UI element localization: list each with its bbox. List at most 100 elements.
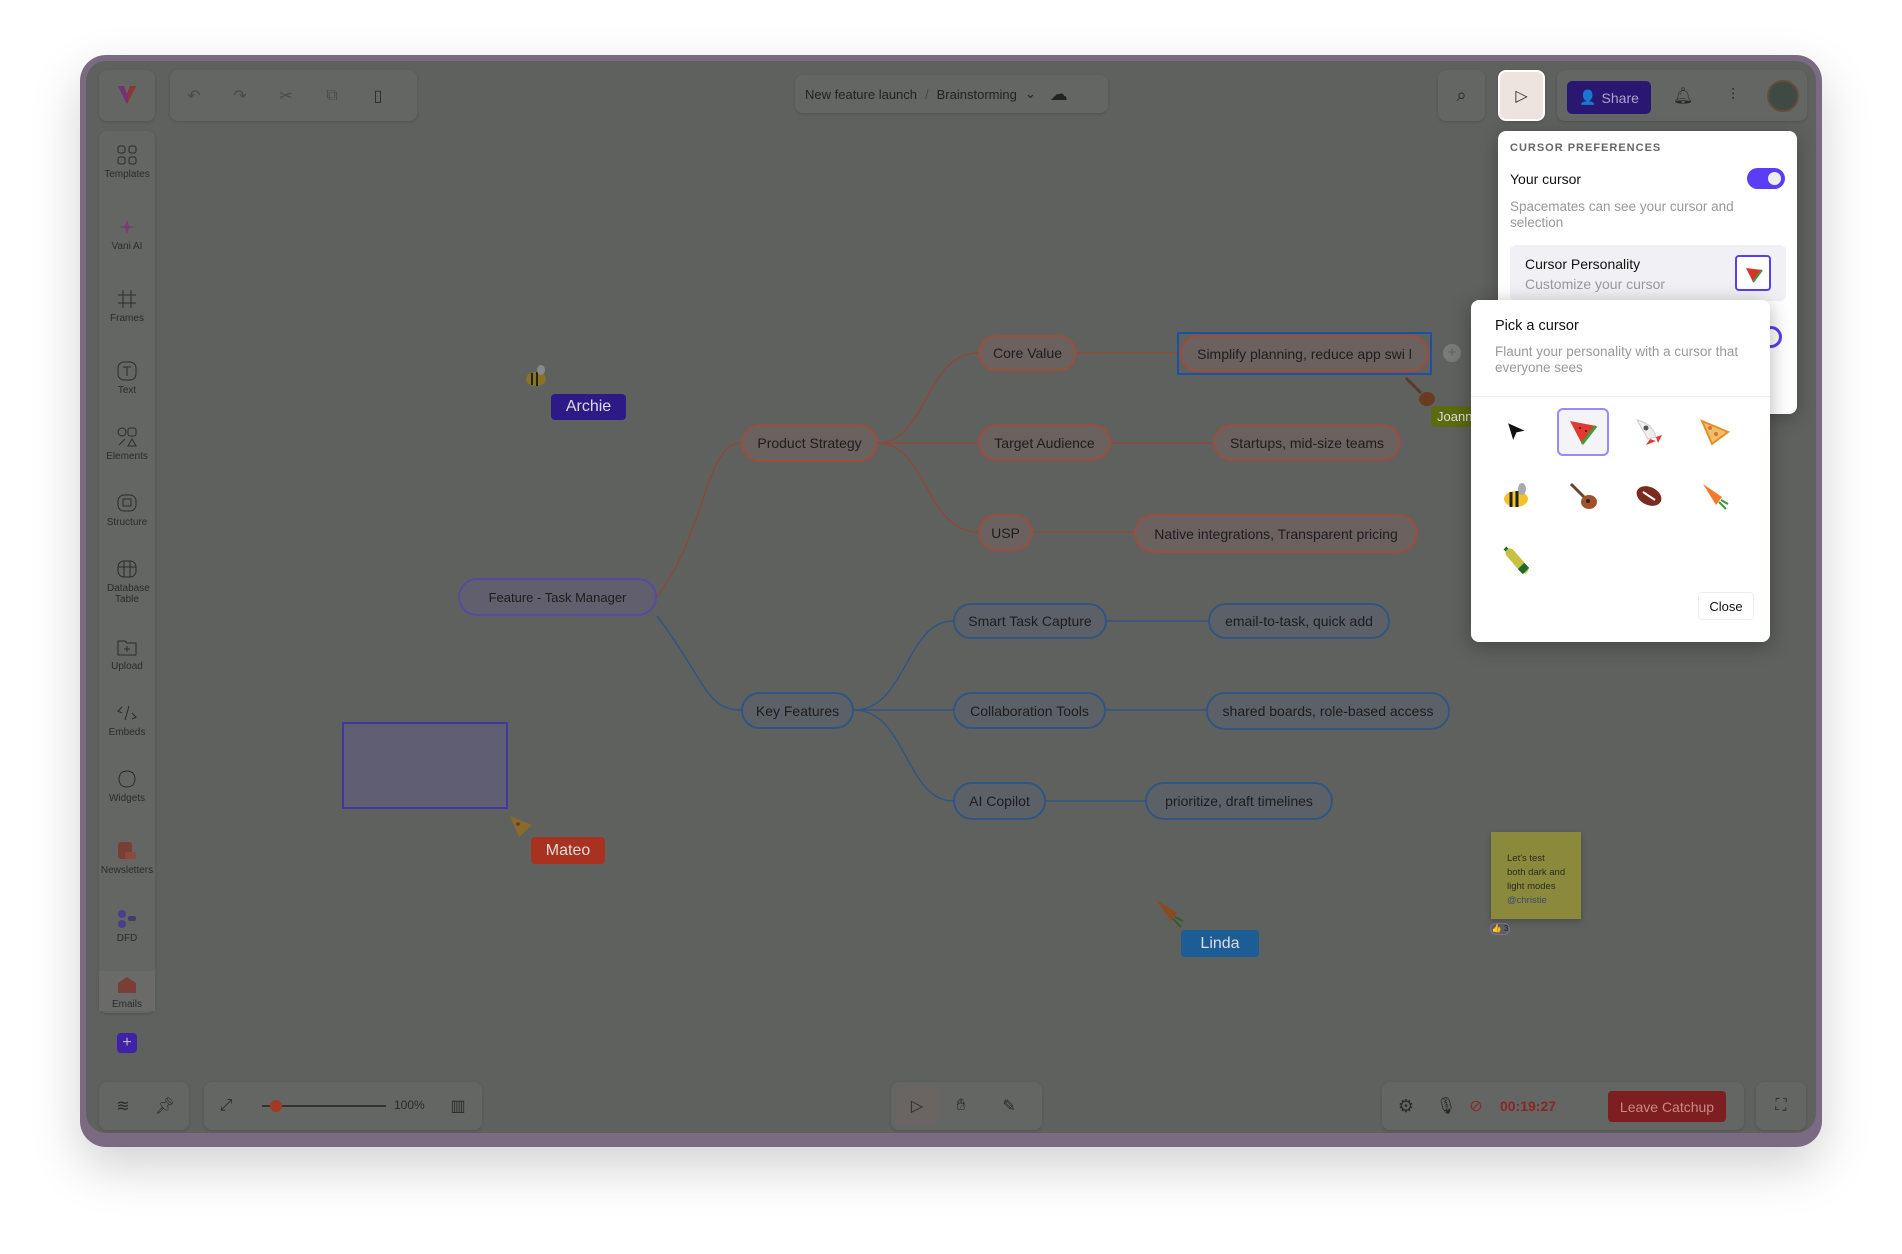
- add-node-button[interactable]: +: [1443, 344, 1461, 362]
- mindmap-leaf[interactable]: Simplify planning, reduce app swi l: [1180, 335, 1429, 372]
- sticky-text: light modes: [1507, 881, 1556, 892]
- share-button[interactable]: 👤Share: [1567, 81, 1651, 114]
- mindmap-leaf[interactable]: prioritize, draft timelines: [1145, 782, 1333, 820]
- mindmap-node[interactable]: Core Value: [978, 335, 1077, 371]
- your-cursor-toggle[interactable]: [1747, 168, 1785, 189]
- avatar[interactable]: [1767, 80, 1799, 112]
- sidebar-item-templates[interactable]: Templates: [99, 145, 155, 180]
- gear-icon[interactable]: ⚙: [1397, 1095, 1415, 1116]
- mindmap-leaf[interactable]: email-to-task, quick add: [1208, 603, 1390, 639]
- sidebar-item-database-table[interactable]: Database Table: [99, 559, 155, 605]
- sidebar-item-vani-ai[interactable]: Vani AI: [99, 217, 155, 252]
- mindmap-branch[interactable]: Product Strategy: [741, 424, 878, 462]
- mindmap-node[interactable]: USP: [978, 514, 1033, 551]
- cursor-option-bee[interactable]: [1491, 472, 1543, 520]
- cursor-personality-row[interactable]: Cursor Personality Customize your cursor: [1510, 245, 1786, 301]
- focus-button[interactable]: ⛶: [1756, 1082, 1806, 1130]
- mindmap-node[interactable]: Collaboration Tools: [953, 692, 1106, 729]
- widget-icon: [118, 770, 136, 788]
- zoom-level: 100%: [394, 1098, 425, 1112]
- cursor-option-guitar[interactable]: [1557, 472, 1609, 520]
- current-cursor-preview[interactable]: [1735, 255, 1771, 291]
- mindmap-node[interactable]: Target Audience: [978, 424, 1111, 461]
- map-icon[interactable]: ▥: [450, 1098, 466, 1115]
- panel-title: CURSOR PREFERENCES: [1510, 142, 1662, 154]
- sidebar-item-embeds[interactable]: Embeds: [99, 703, 155, 738]
- zoom-slider[interactable]: [262, 1105, 386, 1107]
- carrot-icon: [1703, 484, 1729, 510]
- cursor-option-bottle[interactable]: [1491, 536, 1543, 584]
- selection-box: [1177, 332, 1432, 375]
- sidebar-item-emails[interactable]: Emails: [99, 971, 155, 1011]
- copy-icon[interactable]: ⧉: [326, 87, 338, 104]
- search-button[interactable]: ⌕: [1438, 70, 1485, 121]
- your-cursor-label: Your cursor: [1510, 171, 1582, 187]
- cursor-personality-title: Cursor Personality: [1525, 256, 1641, 272]
- football-icon: [1636, 486, 1662, 506]
- cursor-option-arrow[interactable]: [1491, 408, 1543, 456]
- cursor-option-watermelon[interactable]: [1557, 408, 1609, 456]
- bee-icon: [1504, 483, 1528, 507]
- sidebar-item-dfd[interactable]: DFD: [99, 909, 155, 944]
- microphone-icon[interactable]: 🎙︎: [1435, 1098, 1457, 1115]
- arrow-cursor-icon: [1505, 420, 1530, 445]
- breadcrumb-board[interactable]: Brainstorming: [936, 86, 1017, 102]
- rectangle-shape[interactable]: [342, 722, 508, 809]
- fit-screen-icon[interactable]: ⤢: [219, 1097, 233, 1114]
- sidebar-item-upload[interactable]: Upload: [99, 637, 155, 672]
- cursor-option-rocket[interactable]: [1623, 408, 1675, 456]
- breadcrumb-project[interactable]: New feature launch: [805, 86, 918, 102]
- guitar-cursor-icon: [1404, 376, 1435, 406]
- reaction-badge[interactable]: 👍 3: [1490, 923, 1510, 935]
- sidebar-item-elements[interactable]: Elements: [99, 427, 155, 462]
- settings-sliders-icon[interactable]: ⫶: [1730, 87, 1735, 104]
- close-button[interactable]: Close: [1698, 592, 1754, 620]
- redo-icon[interactable]: ↷: [233, 88, 247, 105]
- cursor-option-football[interactable]: [1623, 472, 1675, 520]
- cursor-preferences-button[interactable]: ▷: [1498, 70, 1545, 121]
- pizza-cursor-icon: [510, 816, 532, 837]
- add-tool-button[interactable]: +: [117, 1033, 137, 1053]
- logo[interactable]: [99, 70, 155, 121]
- sidebar-item-frames[interactable]: Frames: [99, 289, 155, 324]
- watermelon-icon: [1570, 421, 1598, 445]
- sticky-text: both dark and: [1507, 867, 1566, 878]
- sidebar-item-newsletters[interactable]: Newsletters: [99, 841, 155, 876]
- mindmap-node[interactable]: Smart Task Capture: [953, 603, 1107, 639]
- chevron-down-icon[interactable]: ⌄: [1024, 86, 1036, 101]
- bee-cursor-icon: [526, 365, 546, 386]
- leave-catchup-button[interactable]: Leave Catchup: [1608, 1091, 1726, 1122]
- mindmap-leaf[interactable]: Startups, mid-size teams: [1213, 424, 1401, 461]
- cut-icon[interactable]: ✂: [279, 88, 293, 105]
- mindmap-leaf[interactable]: shared boards, role-based access: [1206, 692, 1450, 730]
- email-icon: [118, 977, 136, 993]
- mindmap-node[interactable]: AI Copilot: [953, 782, 1046, 820]
- mindmap-root[interactable]: Feature - Task Manager: [458, 578, 657, 616]
- bell-icon[interactable]: 🔔︎: [1672, 88, 1694, 105]
- undo-icon[interactable]: ↶: [187, 88, 201, 105]
- your-cursor-description: Spacemates can see your cursor and selec…: [1510, 199, 1734, 230]
- mindmap-branch[interactable]: Key Features: [741, 692, 854, 729]
- hand-tool-icon[interactable]: ✋︎: [956, 1097, 966, 1114]
- camera-off-icon[interactable]: ⊘: [1469, 1098, 1483, 1115]
- paste-icon[interactable]: ▯: [373, 88, 383, 105]
- newsletter-icon: [118, 842, 136, 859]
- pen-tool-icon[interactable]: ✎: [1002, 1098, 1016, 1115]
- sidebar-item-structure[interactable]: Structure: [99, 493, 155, 528]
- logo-icon: [118, 86, 136, 104]
- breadcrumb: New feature launch / Brainstorming ⌄ ☁: [795, 75, 1108, 113]
- sticky-note[interactable]: Let's test both dark and light modes @ch…: [1491, 832, 1581, 919]
- layers-icon[interactable]: ≋: [116, 1098, 130, 1115]
- zoom-slider-handle[interactable]: [270, 1100, 282, 1112]
- sidebar-item-widgets[interactable]: Widgets: [99, 769, 155, 804]
- select-tool-icon[interactable]: ▷: [895, 1086, 939, 1126]
- zoom-toolbar: ⤢ 100% ▥: [204, 1082, 482, 1130]
- cursor-option-pizza[interactable]: [1689, 408, 1741, 456]
- dfd-icon: [118, 910, 136, 928]
- pin-icon[interactable]: 📌︎: [154, 1098, 176, 1115]
- code-icon: [117, 705, 137, 721]
- cursor-option-carrot[interactable]: [1689, 472, 1741, 520]
- sidebar-item-text[interactable]: Text: [99, 361, 155, 396]
- collaborator-tag-mateo: Mateo: [531, 837, 605, 864]
- mindmap-leaf[interactable]: Native integrations, Transparent pricing: [1134, 514, 1418, 553]
